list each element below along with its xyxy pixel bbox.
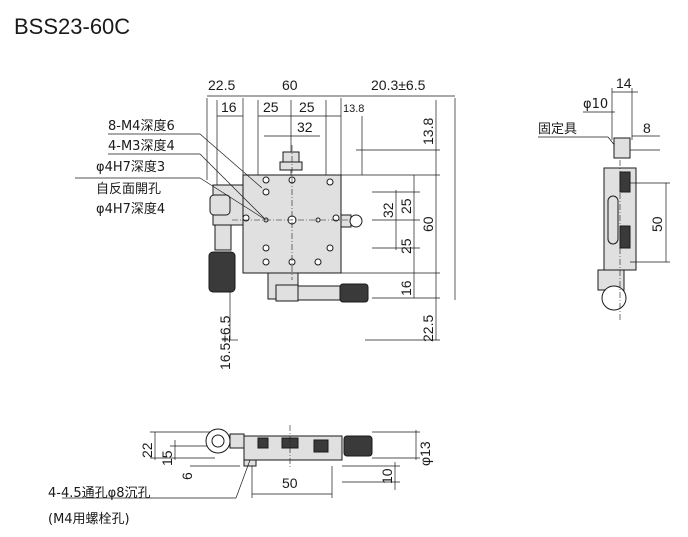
dim-phi13: φ13 xyxy=(417,441,433,466)
leader-line xyxy=(235,459,251,499)
bottom-view: 22 15 6 φ13 10 50 4-4.5通孔φ8沉孔 (M4用螺栓孔) xyxy=(48,425,433,527)
lock-screw-base xyxy=(279,161,303,171)
leader-line xyxy=(199,177,267,221)
dim-15: 15 xyxy=(159,450,175,466)
dim-25a: 25 xyxy=(263,99,279,115)
note-m3: 4-M3深度4 xyxy=(108,138,175,154)
leader-line xyxy=(199,133,263,189)
dim-13-8-small: 13.8 xyxy=(343,103,364,115)
note-h7-4: φ4H7深度4 xyxy=(96,201,165,217)
dim-l-16-5: 16.5±6.5 xyxy=(217,315,233,370)
fixture-screw xyxy=(613,137,631,159)
bottom-knob-inner xyxy=(211,434,225,448)
dim-20-3: 20.3±6.5 xyxy=(371,77,426,93)
dim-r-16: 16 xyxy=(398,280,414,296)
dim-r-25a: 25 xyxy=(398,198,414,214)
lock-screw xyxy=(282,151,300,163)
left-clamp-knob xyxy=(209,194,231,216)
dim-22-5: 22.5 xyxy=(208,77,235,93)
bottom-micrometer-thimble xyxy=(343,435,373,457)
tapped-hole xyxy=(262,244,270,252)
side-slot xyxy=(607,195,619,245)
dim-r-13-8: 13.8 xyxy=(420,118,436,145)
drawing-title: BSS23-60C xyxy=(14,14,130,39)
bottom-clamp xyxy=(229,433,245,449)
side-knob xyxy=(601,285,627,311)
dim-6: 6 xyxy=(179,472,195,480)
dim-r-60: 60 xyxy=(420,216,436,232)
dim-r-32: 32 xyxy=(380,202,396,218)
note-m4: 8-M4深度6 xyxy=(108,118,175,134)
dim-phi10: φ10 xyxy=(583,97,608,112)
bottom-detail xyxy=(257,437,269,449)
dim-r-25b: 25 xyxy=(398,238,414,254)
note-through-hole: 4-4.5通孔φ8沉孔 xyxy=(48,486,150,501)
dim-50-bottom: 50 xyxy=(282,475,298,491)
note-bolt: (M4用螺栓孔) xyxy=(48,512,130,527)
tapped-hole xyxy=(332,214,340,222)
dim-32: 32 xyxy=(297,119,313,135)
dim-50-side: 50 xyxy=(649,216,665,232)
tapped-hole xyxy=(314,258,322,266)
bottom-nut xyxy=(275,284,299,302)
note-h7-3: φ4H7深度3 xyxy=(96,159,165,175)
bottom-micrometer-thimble xyxy=(339,283,369,303)
side-knurl xyxy=(619,171,631,193)
side-knurl-2 xyxy=(619,225,631,249)
dim-60: 60 xyxy=(282,77,298,93)
leader-line xyxy=(199,153,265,219)
bottom-detail-3 xyxy=(313,439,329,453)
left-micrometer-thimble xyxy=(208,251,236,293)
dim-14: 14 xyxy=(616,75,632,91)
tapped-hole xyxy=(326,244,334,252)
left-micrometer-sleeve xyxy=(214,224,232,251)
note-reverse: 自反面開孔 xyxy=(96,182,161,197)
tapped-hole xyxy=(262,176,270,184)
tapped-hole xyxy=(326,178,334,186)
side-view: 14 φ10 固定具 8 50 xyxy=(538,75,670,320)
dim-8: 8 xyxy=(643,120,651,136)
dim-10: 10 xyxy=(379,468,395,484)
dim-16: 16 xyxy=(221,99,237,115)
bottom-micrometer-sleeve xyxy=(297,285,341,301)
right-stub-round xyxy=(349,214,363,228)
dim-22: 22 xyxy=(139,442,155,458)
tapped-hole xyxy=(262,188,270,196)
tapped-hole xyxy=(242,214,250,222)
dim-25b: 25 xyxy=(299,99,315,115)
dim-r-22-5: 22.5 xyxy=(420,315,436,342)
tapped-hole xyxy=(262,258,270,266)
label-fixture: 固定具 xyxy=(538,122,577,137)
front-view: 22.5 60 20.3±6.5 16 25 25 32 13.8 xyxy=(75,77,456,370)
